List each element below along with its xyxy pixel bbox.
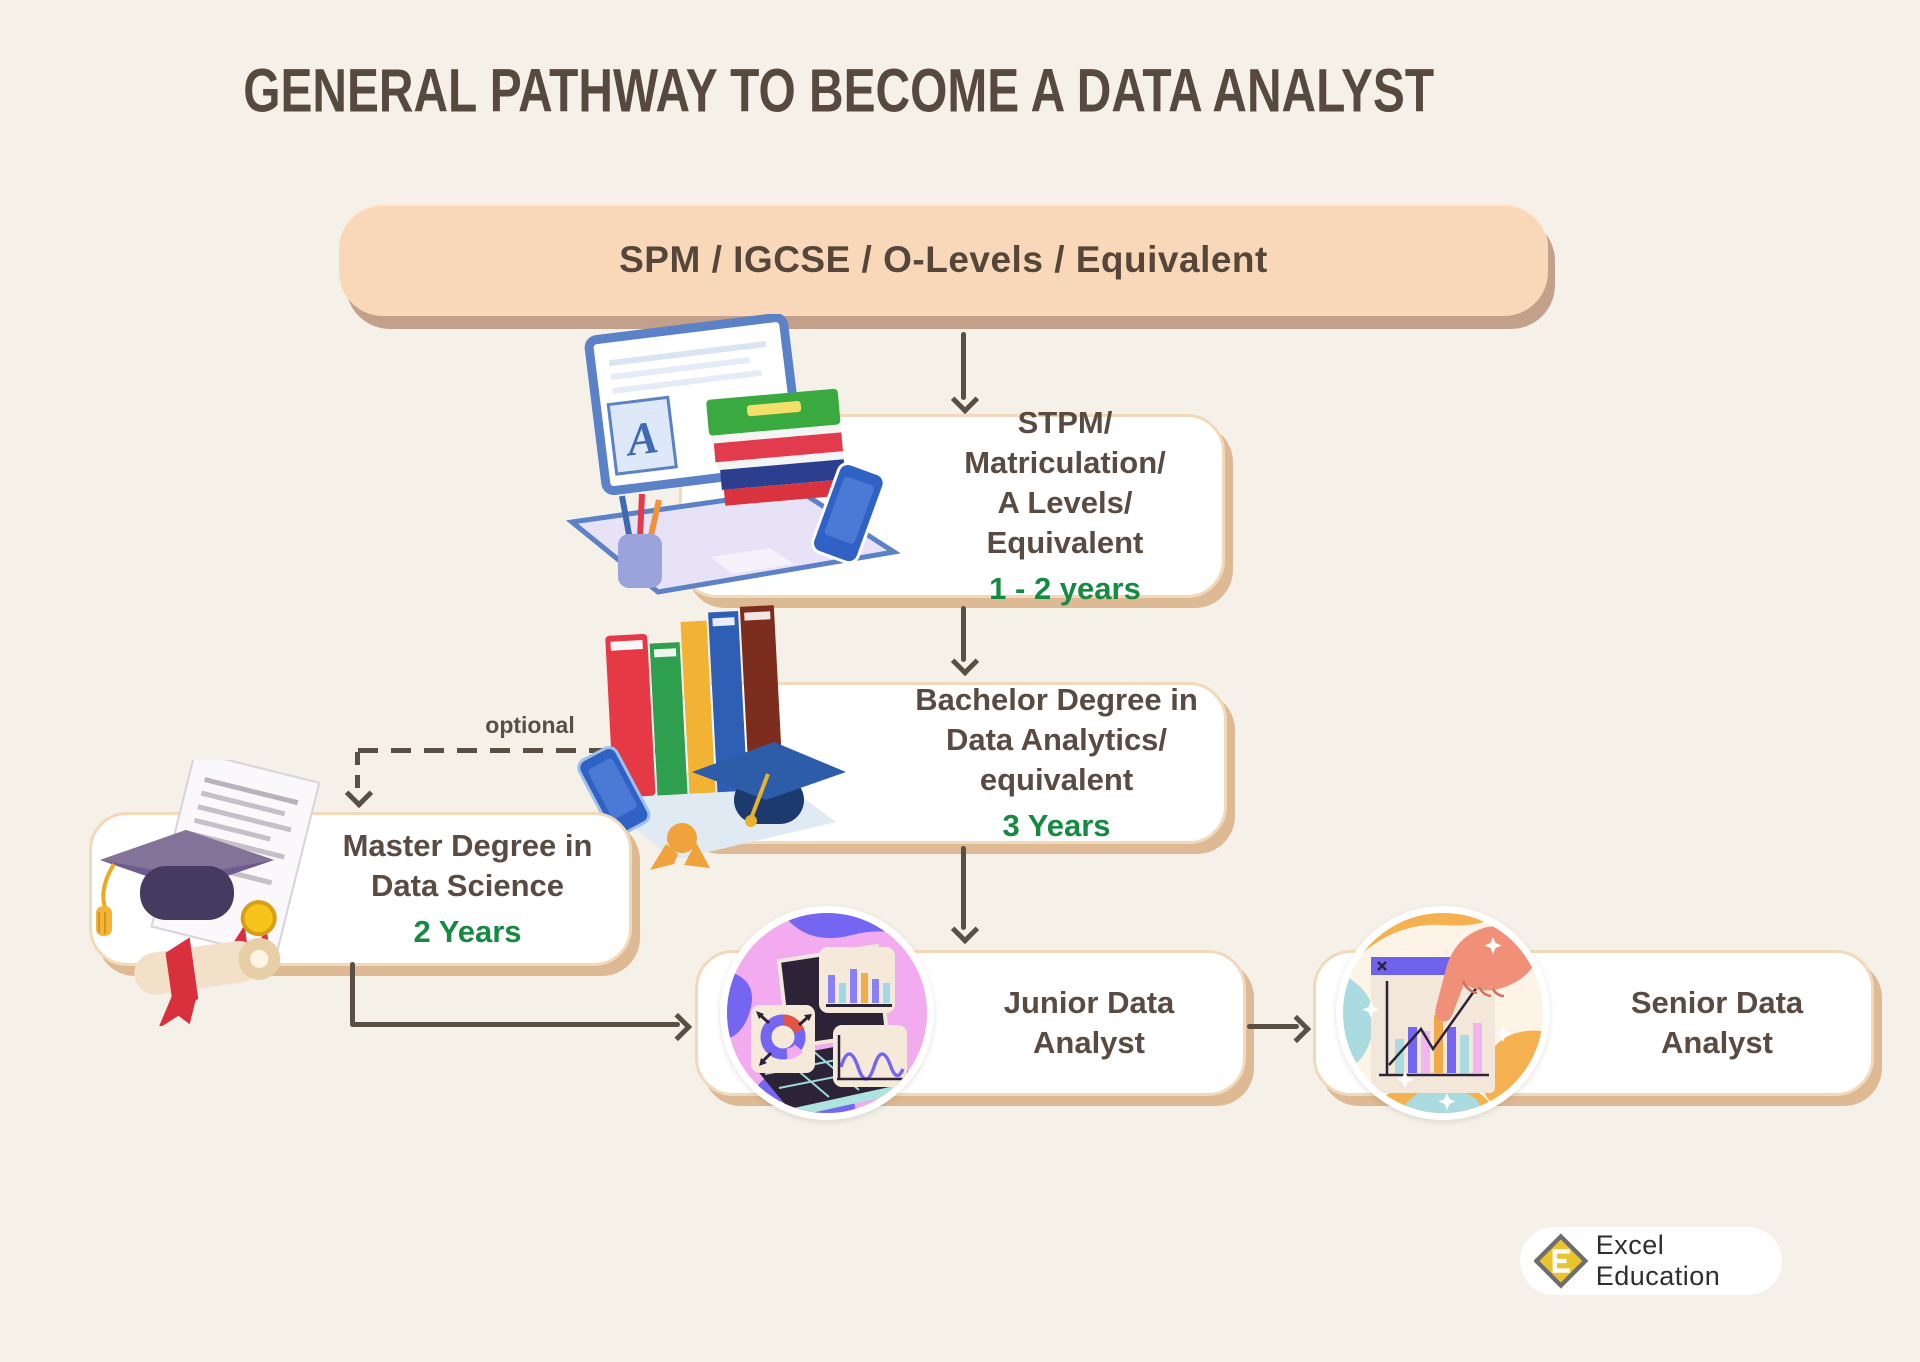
arrow-stpm-to-bachelor (961, 606, 966, 662)
page-title: GENERAL PATHWAY TO BECOME A DATA ANALYST (243, 56, 1435, 126)
node-stpm-line1: STPM/ Matriculation/ (964, 405, 1166, 480)
laptop-charts-icon (720, 906, 934, 1120)
brand-name: Excel Education (1595, 1230, 1721, 1291)
dashed-connector-vertical (355, 752, 360, 792)
arrowhead-down-icon (950, 647, 980, 677)
node-master-line1: Master Degree in (342, 828, 593, 863)
certificate-graduation-cap-icon (96, 760, 321, 1026)
node-spm-label: SPM / IGCSE / O-Levels / Equivalent (619, 239, 1268, 280)
arrowhead-right-icon (1282, 1014, 1312, 1044)
node-bachelor-line1: Bachelor Degree in (915, 682, 1198, 717)
node-senior-line2: Analyst (1661, 1025, 1773, 1060)
dashed-connector-horizontal (358, 748, 674, 753)
node-junior-line1: Junior Data (1003, 985, 1175, 1020)
node-stpm-duration: 1 - 2 years (989, 571, 1141, 606)
arrow-bachelor-to-junior (961, 846, 966, 930)
node-senior-line1: Senior Data (1630, 985, 1804, 1020)
brand-badge: Excel Education (1520, 1227, 1782, 1295)
arrow-master-to-junior (350, 1022, 680, 1027)
arrow-master-down (350, 962, 355, 1025)
node-spm: SPM / IGCSE / O-Levels / Equivalent (339, 204, 1548, 316)
node-master-duration: 2 Years (413, 914, 522, 949)
arrow-spm-to-stpm (961, 332, 966, 400)
node-bachelor-line2: Data Analytics/ equivalent (945, 722, 1168, 797)
node-master-line2: Data Science (371, 868, 564, 903)
optional-connector-label: optional (485, 712, 575, 738)
books-graduation-cap-icon (577, 605, 846, 870)
node-bachelor-duration: 3 Years (1002, 808, 1111, 843)
laptop-books-icon: A (565, 314, 901, 595)
node-junior-line2: Analyst (1033, 1025, 1145, 1060)
hand-pointing-chart-icon (1336, 906, 1550, 1120)
arrowhead-down-icon (950, 915, 980, 945)
arrow-junior-to-senior (1247, 1024, 1299, 1029)
excel-education-diamond-logo (1534, 1233, 1588, 1289)
arrowhead-right-icon (663, 1012, 693, 1042)
node-stpm-line2: A Levels/ Equivalent (986, 485, 1144, 560)
